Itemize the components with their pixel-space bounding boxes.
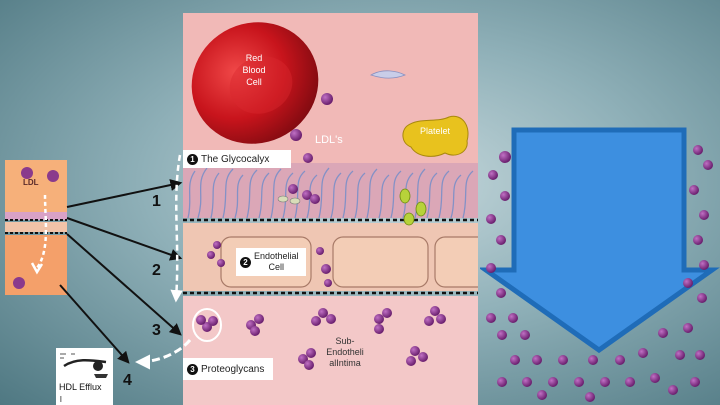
platelet bbox=[402, 115, 469, 157]
ldl-inset-panel bbox=[5, 160, 67, 295]
glycocalyx-beads bbox=[277, 188, 427, 226]
vessel-wall-svg bbox=[183, 13, 478, 405]
connector-line-4 bbox=[59, 284, 130, 364]
step-marker-3: 3 bbox=[152, 322, 161, 339]
vessel-wall-illustration bbox=[183, 13, 478, 405]
small-particle bbox=[370, 70, 406, 79]
step-marker-2: 2 bbox=[152, 262, 161, 279]
step-marker-1: 1 bbox=[152, 193, 161, 210]
ldl-particle bbox=[321, 264, 331, 274]
right-particle-field bbox=[480, 127, 720, 402]
glycocalyx-callout: 1 The Glycocalyx bbox=[183, 150, 291, 168]
glycocalyx-label: The Glycocalyx bbox=[201, 153, 270, 165]
endothelial-cell-right bbox=[434, 236, 478, 288]
ldl-particle bbox=[316, 247, 324, 255]
endothelial-label-line1: Endothelial bbox=[254, 251, 299, 261]
white-efflux-arrow bbox=[135, 338, 192, 370]
red-blood-cell bbox=[191, 22, 319, 144]
ldl-particle bbox=[302, 190, 312, 200]
hdl-inset-svg bbox=[60, 353, 108, 378]
ldl-particles-lumen bbox=[207, 93, 333, 287]
ldl-particle bbox=[217, 259, 225, 267]
endothelial-label-line2: Cell bbox=[268, 262, 285, 272]
red-blood-cell-label: Red Blood Cell bbox=[242, 53, 266, 87]
ldl-particle bbox=[310, 194, 320, 204]
proteoglycan-highlight bbox=[192, 308, 222, 342]
connector-line-2 bbox=[66, 217, 183, 261]
callout-number-3: 3 bbox=[187, 363, 198, 375]
ldl-inset-label: LDL bbox=[23, 178, 39, 187]
ldl-particles-right bbox=[486, 145, 713, 402]
ldl-particle bbox=[321, 93, 333, 105]
platelet-label: Platelet bbox=[420, 126, 451, 136]
ldl-particle bbox=[207, 251, 215, 259]
subendothelial-label: Sub- Endotheli alIntima bbox=[326, 336, 364, 368]
ldls-label: LDL's bbox=[315, 134, 343, 146]
endothelial-callout: 2 Endothelial Cell bbox=[236, 248, 306, 276]
ldl-particle bbox=[288, 184, 298, 194]
ldl-particle bbox=[290, 129, 302, 141]
step-marker-4: 4 bbox=[123, 372, 132, 389]
callout-number-2: 2 bbox=[240, 256, 251, 268]
white-pathway-arrow bbox=[170, 154, 183, 303]
ldl-inset-svg bbox=[5, 160, 67, 295]
proteoglycans-callout: 3 Proteoglycans bbox=[183, 358, 273, 380]
proteoglycans-label: Proteoglycans bbox=[201, 363, 265, 375]
callout-number-1: 1 bbox=[187, 153, 198, 165]
connector-line-1 bbox=[66, 179, 183, 208]
hdl-mark-label: l bbox=[60, 395, 62, 404]
connector-line-3 bbox=[66, 233, 182, 336]
ldl-particle bbox=[324, 279, 332, 287]
hdl-efflux-inset: HDL Efflux l bbox=[56, 348, 113, 405]
ldl-particle bbox=[303, 153, 313, 163]
red-blood-cell-dimple bbox=[229, 56, 293, 114]
endothelial-cell-mid bbox=[332, 236, 429, 288]
hdl-efflux-label: HDL Efflux bbox=[59, 382, 102, 392]
proteoglycan-clusters bbox=[196, 306, 446, 370]
ldl-particle bbox=[213, 241, 221, 249]
downward-flow-arrow bbox=[480, 127, 720, 354]
